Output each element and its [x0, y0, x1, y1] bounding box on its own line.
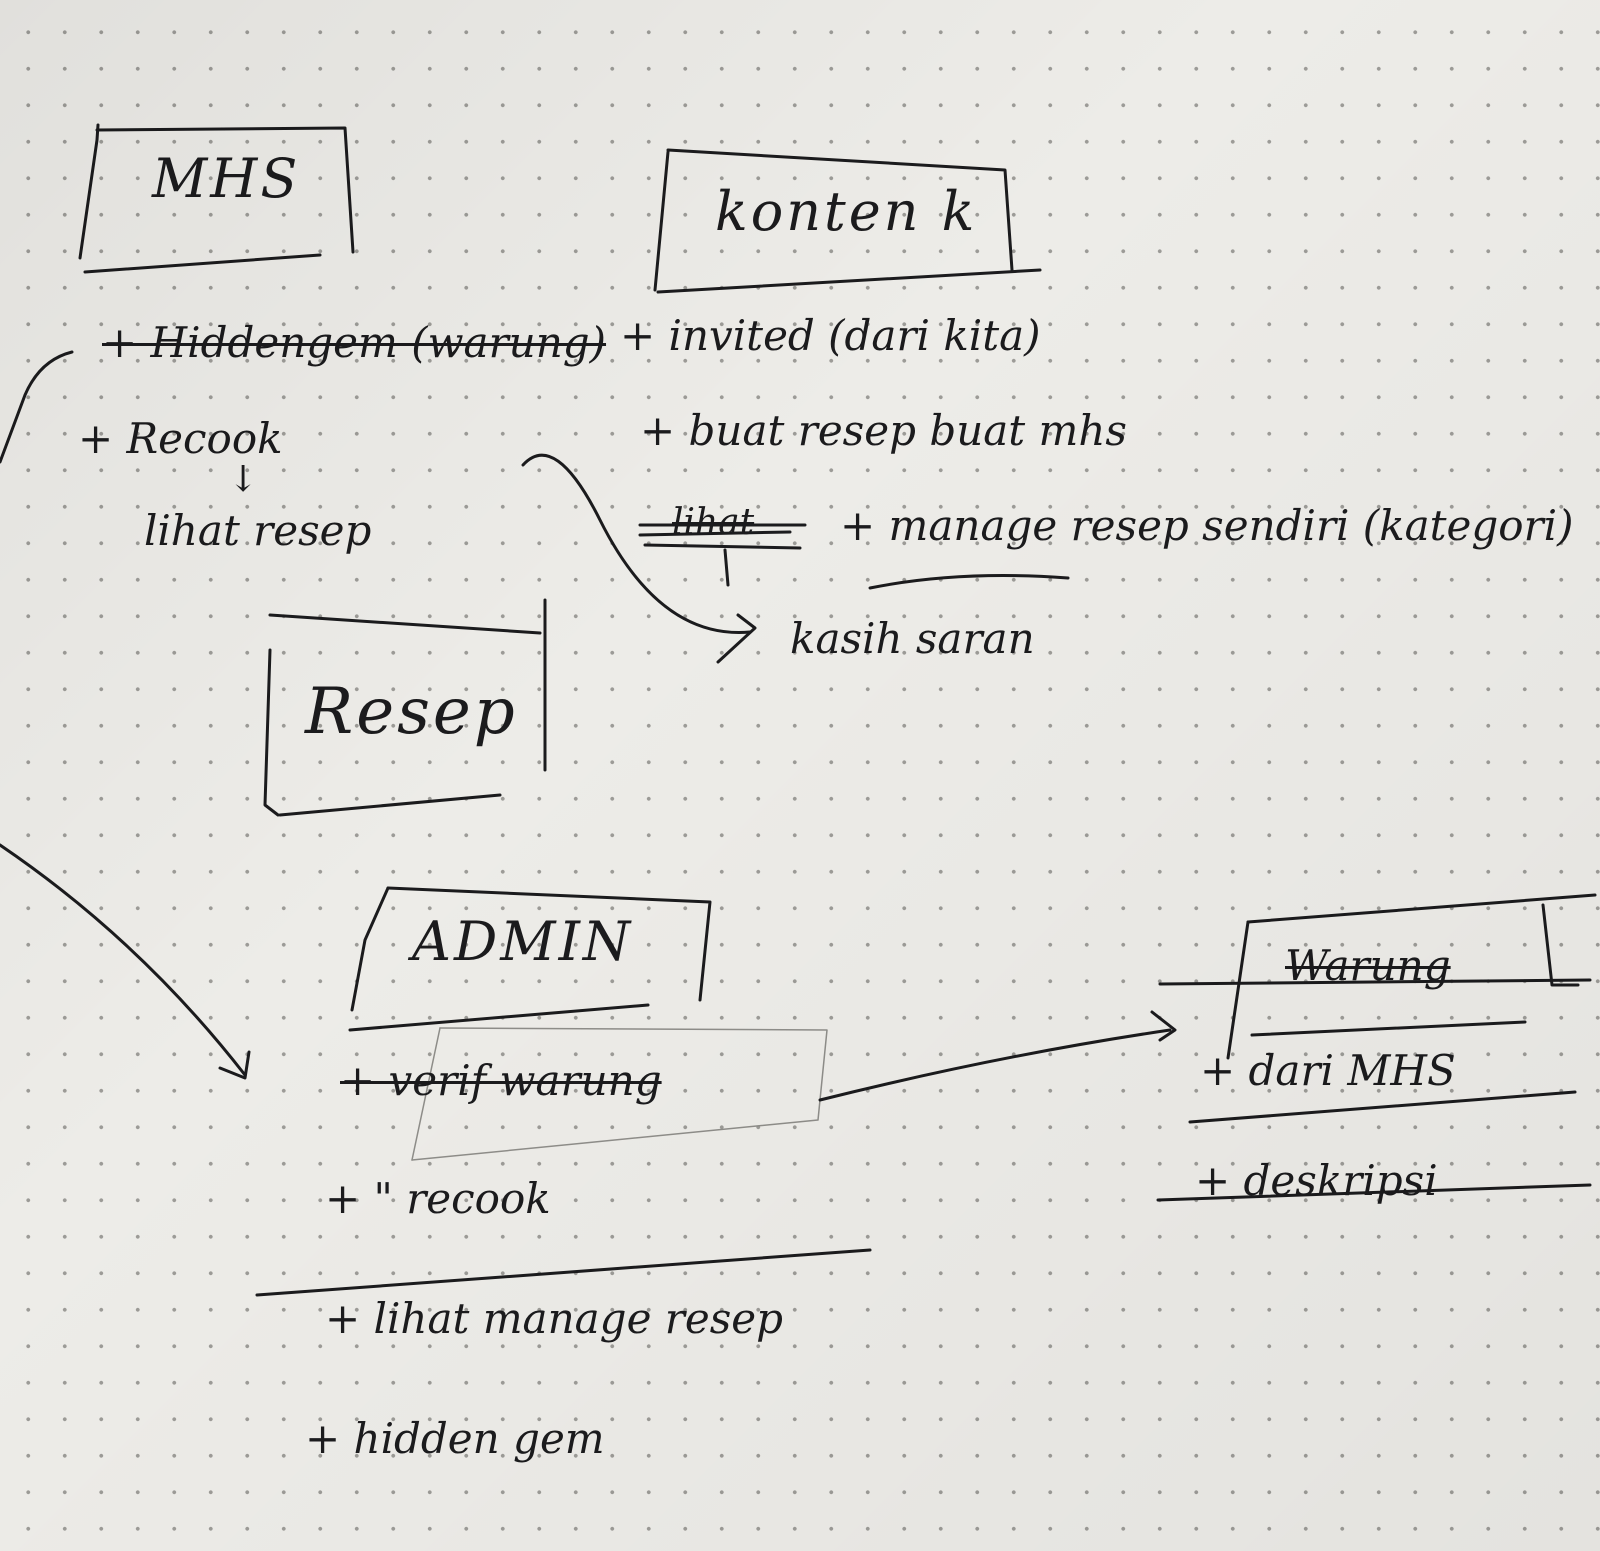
- konten-k-item-lihat-crossed: lihat: [672, 502, 755, 543]
- admin-item-manage-resep: + lihat manage resep: [325, 1294, 784, 1343]
- lihat-scribble: [638, 523, 807, 587]
- konten-k-item-buat-resep: + buat resep buat mhs: [640, 406, 1127, 455]
- arrow-recook-to-kasih-saran: [521, 453, 752, 634]
- warung-box: [1158, 893, 1597, 1060]
- admin-separator-line: [255, 1248, 872, 1297]
- arrow-head-admin: [218, 1050, 251, 1080]
- deskripsi-strike-line: [1156, 1183, 1592, 1202]
- recook-down-arrow: ↓: [228, 459, 259, 500]
- admin-title: ADMIN: [412, 910, 634, 973]
- warung-title: Warung: [1285, 941, 1451, 990]
- arrow-hiddengem-to-admin: [0, 350, 247, 1077]
- arrow-head-kasih-saran: [716, 613, 757, 664]
- admin-item-verif-warung: + verif warung: [340, 1056, 662, 1105]
- warung-item-dari-mhs: + dari MHS: [1200, 1046, 1456, 1095]
- arrow-head-warung: [1150, 1010, 1177, 1042]
- warung-item-deskripsi: + deskripsi: [1195, 1156, 1438, 1205]
- konten-k-title: konten k: [715, 180, 978, 243]
- konten-k-box: [653, 148, 1042, 294]
- mhs-title: MHS: [152, 147, 301, 210]
- mhs-item-lihat-resep: lihat resep: [144, 506, 372, 555]
- resep-title: Resep: [305, 675, 518, 749]
- resep-box: [263, 598, 547, 817]
- admin-item-recook: + " recook: [325, 1174, 551, 1223]
- konten-k-item-kasih-saran: kasih saran: [790, 614, 1035, 663]
- admin-box: [348, 886, 712, 1032]
- verif-highlight-box: [411, 1027, 828, 1161]
- mhs-box: [78, 123, 355, 274]
- konten-k-item-invited: + invited (dari kita): [620, 311, 1041, 360]
- mhs-item-recook: + Recook: [78, 414, 283, 463]
- arrow-verif-to-warung: [818, 1028, 1172, 1102]
- dari-mhs-underline: [1188, 1090, 1577, 1124]
- manage-underline: [868, 574, 1070, 590]
- mhs-item-hiddengem: + Hiddengem (warung): [102, 318, 607, 367]
- konten-k-item-manage-resep: + manage resep sendiri (kategori): [840, 501, 1574, 550]
- admin-item-hidden-gem: + hidden gem: [305, 1414, 605, 1463]
